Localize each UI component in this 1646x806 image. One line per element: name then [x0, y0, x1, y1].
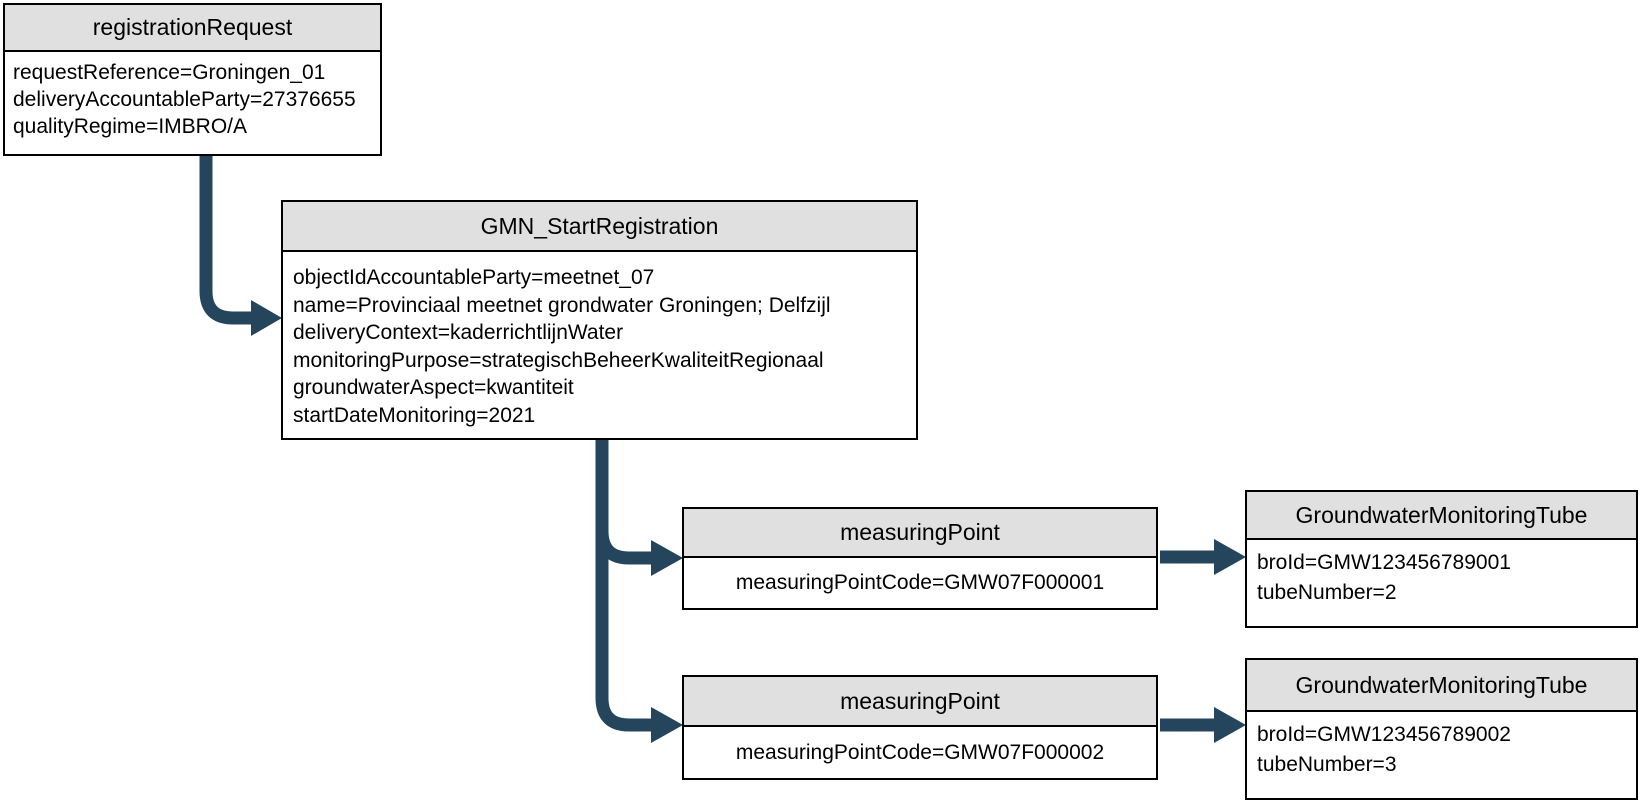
node-measuring-point-1-attributes: measuringPointCode=GMW07F000001	[684, 558, 1156, 606]
attribute-start-date-monitoring: startDateMonitoring=2021	[293, 403, 536, 427]
node-groundwater-monitoring-tube-2: GroundwaterMonitoringTube broId=GMW12345…	[1245, 658, 1638, 800]
attribute-tube-number-2: tubeNumber=3	[1257, 753, 1397, 776]
attribute-delivery-context: deliveryContext=kaderrichtlijnWater	[293, 321, 624, 344]
attribute-measuring-point-code-1: measuringPointCode=GMW07F000001	[735, 570, 1105, 594]
attribute-groundwater-aspect: groundwaterAspect=kwantiteit	[293, 376, 574, 399]
node-registration-request-title: registrationRequest	[5, 5, 380, 52]
node-gmn-start-registration-title: GMN_StartRegistration	[283, 202, 916, 252]
node-groundwater-monitoring-tube-1: GroundwaterMonitoringTube broId=GMW12345…	[1245, 490, 1638, 628]
attribute-measuring-point-code-2: measuringPointCode=GMW07F000002	[735, 740, 1105, 764]
attribute-object-id-accountable-party: objectIdAccountableParty=meetnet_07	[293, 266, 655, 289]
node-groundwater-monitoring-tube-1-attributes: broId=GMW123456789001 tubeNumber=2	[1247, 540, 1636, 608]
attribute-monitoring-purpose: monitoringPurpose=strategischBeheerKwali…	[293, 348, 824, 372]
attribute-bro-id-2: broId=GMW123456789002	[1257, 723, 1511, 746]
edge-gmn-to-measuringpoint-2	[595, 439, 652, 732]
edge-gmn-to-measuringpoint-1	[595, 520, 652, 565]
arrowhead-gmn-to-measuringpoint-1	[651, 540, 683, 576]
node-gmn-start-registration: GMN_StartRegistration objectIdAccountabl…	[281, 200, 918, 440]
attribute-delivery-accountable-party: deliveryAccountableParty=27376655	[13, 88, 356, 111]
attribute-name: name=Provinciaal meetnet grondwater Gron…	[293, 293, 831, 317]
arrowhead-measuringpoint-2-to-tube-2	[1214, 707, 1246, 743]
node-measuring-point-1: measuringPoint measuringPointCode=GMW07F…	[682, 507, 1158, 610]
arrowhead-measuringpoint-1-to-tube-1	[1214, 539, 1246, 575]
arrowhead-registration-to-gmn	[251, 300, 282, 336]
attribute-quality-regime: qualityRegime=IMBRO/A	[13, 115, 248, 138]
node-groundwater-monitoring-tube-2-attributes: broId=GMW123456789002 tubeNumber=3	[1247, 712, 1636, 780]
attribute-bro-id-1: broId=GMW123456789001	[1257, 551, 1511, 574]
attribute-request-reference: requestReference=Groningen_01	[13, 61, 326, 84]
node-measuring-point-2: measuringPoint measuringPointCode=GMW07F…	[682, 675, 1158, 780]
node-registration-request: registrationRequest requestReference=Gro…	[3, 3, 382, 156]
node-registration-request-attributes: requestReference=Groningen_01 deliveryAc…	[5, 52, 380, 140]
node-measuring-point-2-attributes: measuringPointCode=GMW07F000002	[684, 727, 1156, 777]
node-gmn-start-registration-attributes: objectIdAccountableParty=meetnet_07 name…	[283, 252, 916, 429]
node-measuring-point-1-title: measuringPoint	[684, 509, 1156, 558]
arrowhead-gmn-to-measuringpoint-2	[651, 707, 683, 743]
attribute-tube-number-1: tubeNumber=2	[1257, 581, 1397, 604]
node-measuring-point-2-title: measuringPoint	[684, 677, 1156, 727]
node-groundwater-monitoring-tube-1-title: GroundwaterMonitoringTube	[1247, 492, 1636, 540]
edge-registration-to-gmn	[199, 156, 252, 325]
node-groundwater-monitoring-tube-2-title: GroundwaterMonitoringTube	[1247, 660, 1636, 712]
